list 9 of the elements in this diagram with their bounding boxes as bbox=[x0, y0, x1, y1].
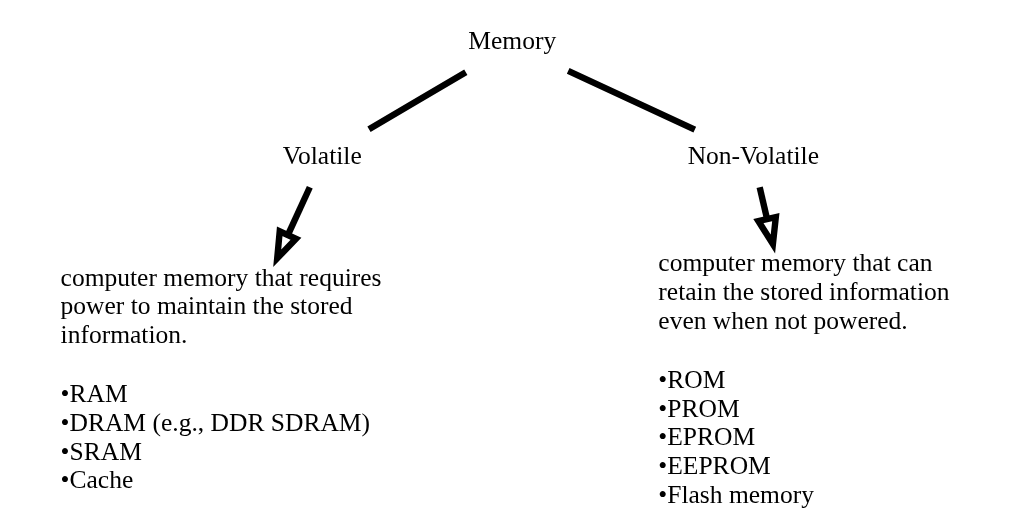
node-text: Non-Volatile bbox=[687, 141, 819, 171]
connector bbox=[366, 69, 467, 132]
node-text: computer memory that requires power to maintain the stored information. •RAM •DRAM (e.g., DDR SDRAM) •SRAM •Cache bbox=[60, 262, 382, 495]
arrow bbox=[752, 186, 779, 254]
node-text: Volatile bbox=[282, 141, 362, 171]
node-text: Memory bbox=[467, 26, 556, 56]
arrow bbox=[272, 185, 313, 268]
node-text: computer memory that can retain the stored information even when not powered. •ROM •PROM •EPROM •EEPROM •Flash memory bbox=[657, 248, 950, 509]
connector bbox=[566, 67, 696, 133]
